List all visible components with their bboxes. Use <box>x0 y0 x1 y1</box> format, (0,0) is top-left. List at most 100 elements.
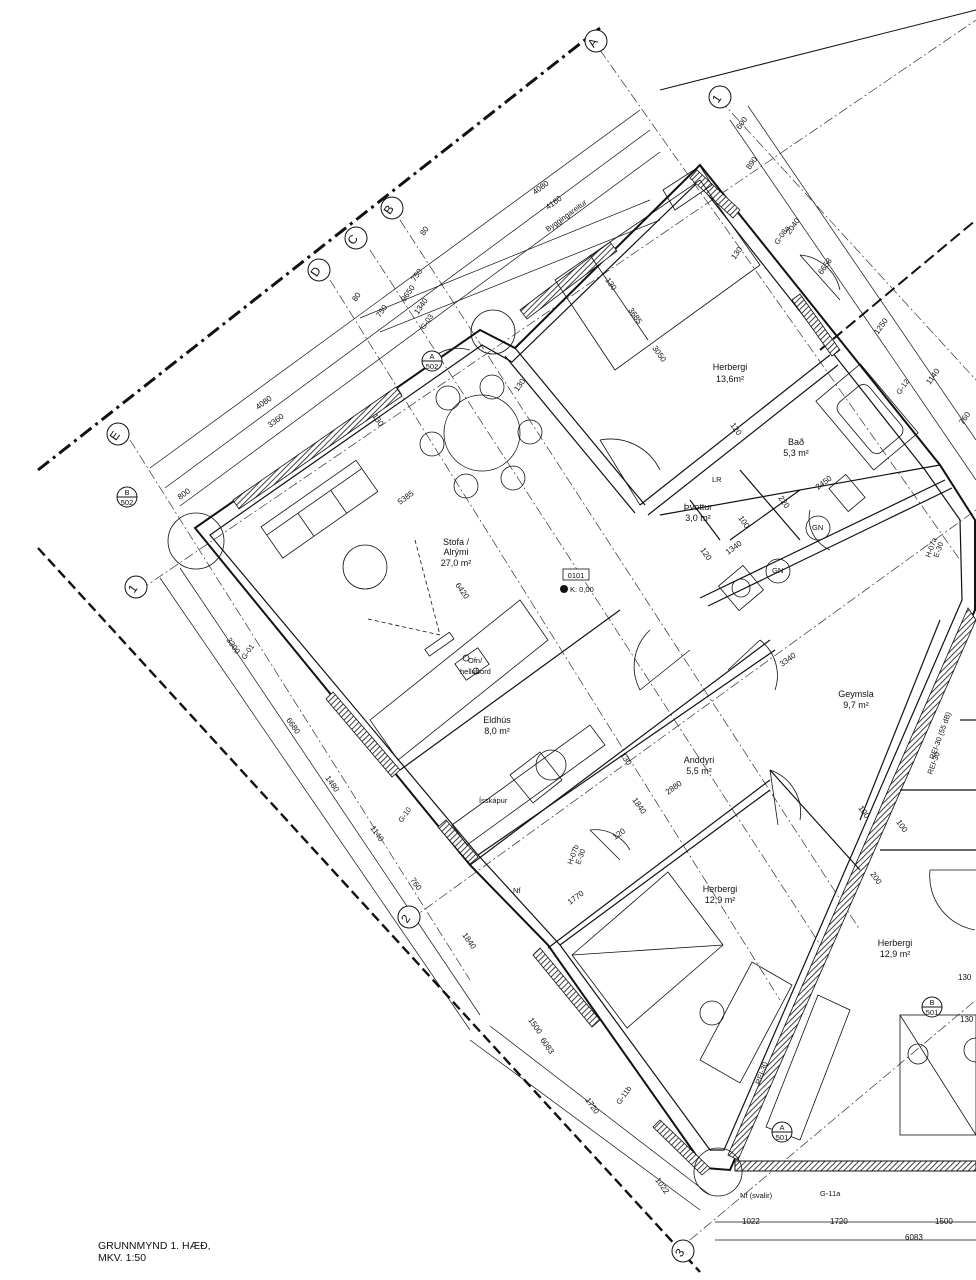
svg-text:100: 100 <box>736 514 751 531</box>
svg-text:502: 502 <box>426 362 439 371</box>
svg-text:G-01: G-01 <box>239 642 256 661</box>
svg-text:120: 120 <box>698 546 713 563</box>
room-area: 13,6m² <box>716 374 744 384</box>
svg-text:1500: 1500 <box>935 1217 953 1226</box>
svg-text:6083: 6083 <box>905 1233 923 1242</box>
svg-text:80: 80 <box>350 290 363 303</box>
svg-text:hellubord: hellubord <box>460 667 491 676</box>
svg-text:760: 760 <box>957 410 972 427</box>
svg-text:9650: 9650 <box>399 283 417 303</box>
svg-text:120: 120 <box>728 421 743 438</box>
svg-text:3360: 3360 <box>266 412 286 430</box>
svg-text:1140: 1140 <box>368 824 386 844</box>
svg-text:Nf (svalir): Nf (svalir) <box>740 1191 773 1200</box>
room-area: 3,0 m² <box>685 513 711 523</box>
svg-text:6420: 6420 <box>453 581 471 601</box>
svg-text:130: 130 <box>618 751 633 768</box>
room-name: Eldhús <box>483 715 511 725</box>
svg-text:Ofn/: Ofn/ <box>468 656 483 665</box>
svg-text:760: 760 <box>408 876 423 893</box>
room-area: 27,0 m² <box>441 558 472 568</box>
exterior-walls <box>193 163 976 1176</box>
room-name: Herbergi <box>703 884 738 894</box>
misc-labels: Byggingareitur LR GN GN Ísskápur Ofn/ he… <box>460 198 953 1200</box>
plot-boundary <box>37 9 976 1273</box>
room-labels: Herbergi 13,6m² Bað 5,3 m² Þvottur 3,0 m… <box>441 362 913 959</box>
svg-text:G-11b: G-11b <box>614 1084 633 1106</box>
svg-text:A: A <box>429 352 434 361</box>
room-area: 12,9 m² <box>705 895 736 905</box>
section-marker-labels: A 502 B 502 B 501 A 501 <box>121 352 939 1142</box>
svg-text:502: 502 <box>121 498 134 507</box>
svg-text:890: 890 <box>744 155 759 172</box>
drawing-scale: MKV. 1:50 <box>98 1252 147 1264</box>
room-area: 8,0 m² <box>484 726 510 736</box>
dimension-text-interior: 130 130 3685 3050 130 120 2450 220 100 1… <box>370 245 974 1024</box>
grid-lines <box>129 19 976 1241</box>
interior-walls <box>399 347 976 949</box>
grid-bubbles <box>106 29 732 1263</box>
svg-text:4080: 4080 <box>531 179 551 197</box>
svg-text:120: 120 <box>611 826 628 841</box>
svg-text:6083: 6083 <box>538 1036 556 1056</box>
svg-text:1720: 1720 <box>830 1217 848 1226</box>
svg-text:130: 130 <box>958 973 972 982</box>
svg-text:501: 501 <box>776 1133 789 1142</box>
svg-text:Nf: Nf <box>513 886 521 895</box>
door-swings <box>429 254 976 931</box>
room-area: 9,7 m² <box>843 700 869 710</box>
svg-text:130: 130 <box>729 245 744 262</box>
svg-text:5385: 5385 <box>396 489 416 507</box>
room-area: 12,9 m² <box>880 949 911 959</box>
svg-text:220: 220 <box>776 494 791 511</box>
svg-text:G-10: G-10 <box>396 805 413 824</box>
svg-text:GN: GN <box>772 566 783 575</box>
room-area: 5,5 m² <box>686 766 712 776</box>
svg-text:Ísskápur: Ísskápur <box>479 796 508 805</box>
svg-text:2880: 2880 <box>664 779 684 797</box>
section-markers <box>116 309 943 1197</box>
svg-text:K: 0,00: K: 0,00 <box>570 585 594 594</box>
svg-text:2450: 2450 <box>814 474 834 492</box>
svg-text:130: 130 <box>512 377 527 394</box>
room-name: Herbergi <box>878 938 913 948</box>
svg-text:200: 200 <box>868 870 883 887</box>
dimension-lines <box>149 105 976 1241</box>
grid-labels: A B C D E 1 1 2 3 <box>107 35 725 1259</box>
svg-text:80: 80 <box>418 224 431 237</box>
svg-text:1720: 1720 <box>583 1096 601 1116</box>
room-area: 5,3 m² <box>783 448 809 458</box>
svg-text:3340: 3340 <box>778 651 798 669</box>
svg-text:800: 800 <box>176 486 193 501</box>
svg-text:B: B <box>929 998 934 1007</box>
svg-text:G-03: G-03 <box>418 312 435 331</box>
svg-text:501: 501 <box>926 1008 939 1017</box>
svg-text:1500: 1500 <box>526 1016 544 1036</box>
svg-text:1840: 1840 <box>630 796 648 816</box>
svg-text:4080: 4080 <box>254 394 274 412</box>
svg-text:LR: LR <box>712 475 722 484</box>
svg-text:3300: 3300 <box>224 636 242 656</box>
svg-text:130: 130 <box>603 276 618 293</box>
drawing-caption: GRUNNMYND 1. HÆÐ, MKV. 1:50 <box>98 1240 211 1264</box>
svg-text:600: 600 <box>734 115 749 132</box>
svg-text:100: 100 <box>894 818 909 835</box>
svg-text:6680: 6680 <box>284 716 302 736</box>
svg-text:G-12: G-12 <box>894 377 911 396</box>
svg-text:1022: 1022 <box>653 1176 671 1196</box>
svg-text:3685: 3685 <box>626 306 644 326</box>
furniture <box>260 165 976 1141</box>
svg-text:G-11a: G-11a <box>820 1189 841 1198</box>
svg-text:1480: 1480 <box>323 774 341 794</box>
room-name: Þvottur <box>684 502 713 512</box>
svg-text:100: 100 <box>856 804 871 821</box>
svg-text:1770: 1770 <box>566 889 586 907</box>
svg-text:1340: 1340 <box>724 539 744 557</box>
dimension-text-bottom-right: 1022 1720 1500 6083 <box>742 1217 953 1242</box>
svg-text:3050: 3050 <box>650 344 668 364</box>
svg-text:A: A <box>779 1123 784 1132</box>
svg-text:130: 130 <box>960 1015 974 1024</box>
room-name: Bað <box>788 437 804 447</box>
room-name: Stofa / <box>443 537 470 547</box>
svg-text:4160: 4160 <box>544 194 564 212</box>
